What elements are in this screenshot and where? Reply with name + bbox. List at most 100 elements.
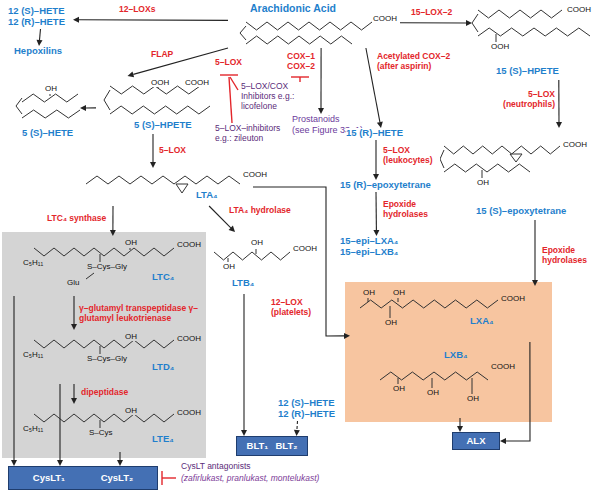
bond-line (440, 150, 444, 168)
reaction-arrow (532, 220, 538, 286)
reaction-arrow (11, 296, 17, 466)
bond-line (86, 273, 94, 279)
epoxide-ring (510, 154, 522, 162)
inhibition-bar (291, 76, 309, 77)
arrow-line (152, 134, 153, 162)
bond-line (390, 306, 391, 318)
enzyme-label: 5–LOX (158, 146, 187, 156)
chem-group-label: C₅H₁₁ (22, 258, 44, 267)
reaction-arrow (117, 452, 123, 466)
bond-line (16, 98, 22, 114)
chem-group-label: COOH (176, 240, 202, 249)
metabolite-node: LXB₄ (350, 346, 520, 418)
reaction-arrow (71, 384, 77, 404)
metabolite-node: 15–epi–LXA₄ 15–epi–LXB₄ (340, 236, 413, 259)
carbon-chain (478, 10, 562, 18)
metabolite-name: 15 (R)–HETE (346, 128, 403, 139)
reaction-arrow (73, 17, 228, 23)
metabolite-name: 12 (S)–HETE 12 (R)–HETE (278, 398, 342, 420)
arrow-line (119, 452, 120, 460)
reaction-arrow (128, 48, 229, 77)
metabolite-name: 12 (S)–HETE 12 (R)–HETE (8, 6, 72, 28)
reaction-arrow (556, 80, 562, 128)
metabolite-name: 5 (S)–HETE (22, 128, 73, 139)
metabolite-name: 5 (S)–HPETE (134, 120, 192, 131)
carbon-chain (110, 106, 210, 114)
epoxide-ring (176, 184, 188, 193)
carbon-chain (34, 248, 174, 256)
enzyme-label: Acetylated COX–2 (after aspirin) (376, 52, 462, 72)
arrow-line (375, 140, 376, 174)
reaction-arrow (71, 296, 77, 330)
chem-group-label: OH (392, 384, 406, 393)
carbon-chain (246, 22, 372, 30)
inhibition-bar (229, 77, 232, 123)
carbon-chain (360, 300, 498, 308)
receptor-label: ALX (467, 436, 486, 446)
chem-group-label: OH (476, 178, 490, 187)
chem-group-label: OH (392, 288, 406, 297)
chem-group-label: COOH (566, 5, 592, 14)
enzyme-label: 5–LOX (214, 58, 243, 68)
bond-line (472, 14, 478, 32)
metabolite-name: LTE₄ (152, 434, 174, 445)
drug-label: CysLT antagonists (180, 462, 252, 472)
bond-line (100, 346, 101, 354)
chem-group-label: C₅H₁₁ (22, 424, 44, 433)
enzyme-label: Epoxide hydrolases (541, 246, 598, 266)
arrow-head (344, 333, 350, 339)
metabolite-name: LTC₄ (152, 272, 174, 283)
arrow-head (128, 72, 135, 78)
enzyme-label: LTC₄ synthase (46, 214, 107, 224)
reaction-arrow (150, 134, 156, 168)
receptor-label: BLT₁ (247, 441, 269, 451)
chem-group-label: Glu (66, 278, 80, 287)
carbon-chain (22, 94, 78, 102)
bond-line (256, 249, 257, 254)
metabolite-name: 15–epi–LXA₄ 15–epi–LXB₄ (340, 236, 412, 258)
arrow-line (375, 192, 376, 230)
arrow-line (534, 220, 535, 280)
reaction-arrow (500, 342, 530, 444)
drug-label: 5–LOX–inhibitors e.g.: zileuton (214, 124, 290, 144)
reaction-arrow (37, 29, 43, 46)
metabolite-node: 5 (S)–HETE (8, 90, 80, 140)
reaction-arrow (110, 206, 116, 236)
carbon-chain (86, 176, 240, 184)
drug-label: (zafirlukast, pranlukast, montelukast) (180, 474, 320, 484)
arrow-head (532, 280, 538, 286)
reaction-arrow (373, 192, 379, 236)
enzyme-label: FLAP (150, 50, 174, 60)
bond-line (432, 378, 433, 388)
arrow-head (80, 105, 86, 111)
chem-group-label: OH (124, 332, 138, 341)
receptor-box: BLT₁BLT₂ (236, 436, 308, 456)
arrow-line (73, 296, 74, 324)
metabolite-name: LTA₄ (196, 190, 218, 201)
arrow-head (71, 398, 77, 404)
arrow-line (506, 342, 530, 441)
metabolite-name: 15 (S)–epoxytetrane (476, 206, 566, 217)
metabolite-name: Prostanoids (292, 114, 340, 124)
metabolite-name: 15 (R)–epoxytetrane (340, 180, 431, 191)
enzyme-label: 5–LOX (leukocytes) (382, 146, 440, 166)
reaction-arrow (241, 294, 247, 436)
chem-group-label: COOH (184, 78, 210, 87)
carbon-chain (110, 86, 200, 94)
receptor-label: CysLT₁ (33, 473, 65, 483)
chem-group-label: OH (362, 288, 376, 297)
metabolite-node: Hepoxilins (14, 46, 64, 58)
lipoxin-region (345, 282, 552, 422)
receptor-box: ALX (452, 432, 500, 450)
carbon-chain (34, 340, 174, 348)
arrow-line (86, 107, 96, 108)
metabolite-name: LTD₄ (152, 362, 174, 373)
metabolite-name: Hepoxilins (14, 46, 62, 57)
arrow-line (558, 80, 559, 122)
chem-group-label: COOH (176, 408, 202, 417)
chem-group-label: C₅H₁₁ (22, 350, 44, 359)
bond-line (398, 298, 399, 302)
bond-line (472, 378, 473, 394)
arrow-head (110, 230, 116, 236)
